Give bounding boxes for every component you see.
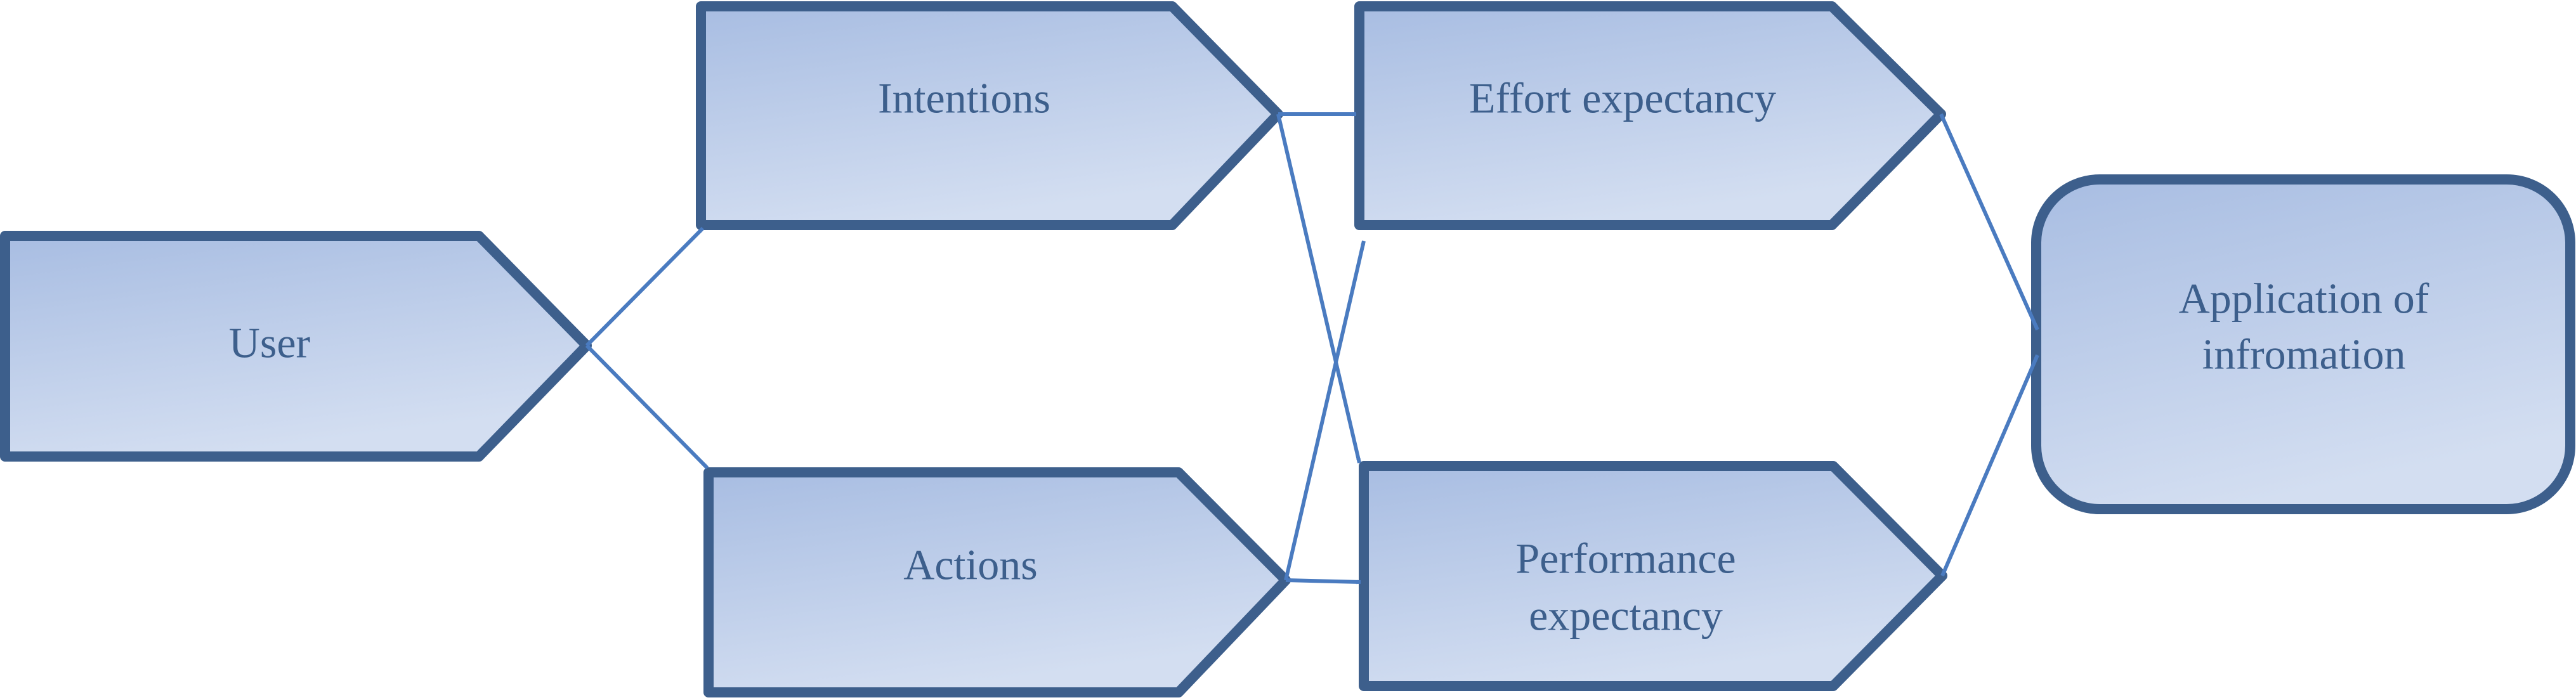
intentions-shape [696,1,1283,230]
arrow-actions-to-performance [1285,578,1361,585]
node-actions: Actions [703,467,1291,697]
arrow-intentions-to-performance [1276,113,1361,463]
arrow-performance-to-application [1940,354,2039,577]
effort-expectancy-label: Effort expectancy [1469,74,1776,122]
user-shape [0,231,592,462]
intentions-label: Intentions [878,74,1050,122]
node-performance-expectancy: Performance expectancy [1359,461,1947,691]
actions-label: Actions [903,541,1038,589]
connectors [585,112,2039,585]
performance-expectancy-line1: Performance [1515,535,1736,583]
user-label: User [229,319,311,367]
arrow-effort-to-application [1939,113,2039,331]
application-of-information-line1: Application of [2179,275,2429,323]
node-intentions: Intentions [696,1,1283,230]
performance-expectancy-line2: expectancy [1529,592,1723,640]
application-of-information-shape [2031,174,2575,514]
performance-expectancy-shape [1359,461,1947,691]
node-application-of-information: Application of infromation [2031,174,2575,514]
arrow-user-to-actions [585,344,709,470]
arrow-user-to-intentions [585,226,705,347]
application-of-information-line2: infromation [2202,330,2405,379]
node-effort-expectancy: Effort expectancy [1354,1,1946,230]
node-user: User [0,231,592,462]
effort-expectancy-shape [1354,1,1946,230]
actions-shape [703,467,1291,697]
arrow-actions-to-effort [1284,240,1366,581]
